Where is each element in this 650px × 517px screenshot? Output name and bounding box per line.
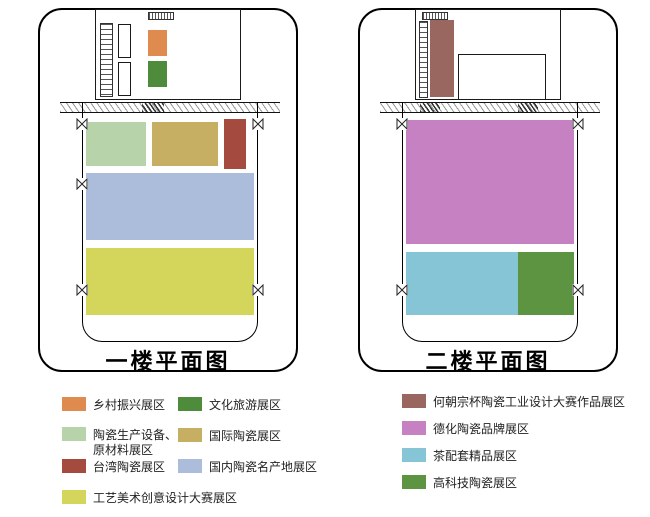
- wall-hatch-dense: [142, 102, 164, 113]
- floor1-plan: 一楼平面图: [38, 8, 298, 374]
- door-icon: [252, 284, 264, 296]
- zone-village-revitalization: [148, 30, 167, 56]
- legend-swatch-tea-set: [402, 448, 426, 462]
- legend-swatch-domestic: [178, 459, 202, 473]
- wall-hatch-dense: [518, 102, 538, 113]
- zone-international-ceramics: [152, 122, 218, 166]
- legend-item-taiwan: 台湾陶瓷展区: [62, 459, 165, 475]
- wall-hatch-dense: [420, 102, 440, 113]
- zone-tea-set-boutique: [406, 252, 518, 315]
- door-icon: [572, 118, 584, 130]
- vent-icon: [422, 12, 448, 20]
- legend-swatch-hezhaozong-cup: [402, 394, 426, 408]
- zone-domestic-famous-origin: [86, 173, 254, 240]
- legend-label-village: 乡村振兴展区: [93, 398, 166, 412]
- wall-hatch: [380, 102, 600, 113]
- legend-item-equipment: 陶瓷生产设备、原材料展区: [62, 427, 185, 458]
- legend-floor1-col2: 文化旅游展区 国际陶瓷展区 国内陶瓷名产地展区: [178, 397, 338, 487]
- legend-item-culture: 文化旅游展区: [178, 397, 281, 413]
- legend-item-tea-set: 茶配套精品展区: [402, 448, 517, 464]
- legend-swatch-equipment: [62, 427, 86, 441]
- door-icon: [252, 118, 264, 130]
- floor2-title: 二楼平面图: [425, 349, 551, 374]
- zone-production-equipment: [86, 122, 146, 166]
- legend-item-high-tech: 高科技陶瓷展区: [402, 475, 517, 491]
- door-icon: [396, 118, 408, 130]
- zone-dehua-brand: [406, 120, 574, 244]
- legend-item-dehua-brand: 德化陶瓷品牌展区: [402, 421, 529, 437]
- door-icon: [572, 284, 584, 296]
- legend-floor1-col1: 乡村振兴展区 陶瓷生产设备、原材料展区 台湾陶瓷展区 工艺美术创意设计大赛展区: [62, 397, 237, 512]
- stairs-icon: [100, 23, 113, 97]
- legend-label-hezhaozong-cup: 何朝宗杯陶瓷工业设计大赛作品展区: [433, 395, 626, 409]
- zone-high-tech-ceramics: [518, 252, 574, 315]
- legend-item-international: 国际陶瓷展区: [178, 428, 281, 444]
- legend-swatch-village: [62, 397, 86, 411]
- legend-swatch-craft: [62, 490, 86, 504]
- legend-label-tea-set: 茶配套精品展区: [433, 449, 518, 463]
- legend-floor2: 何朝宗杯陶瓷工业设计大赛作品展区 德化陶瓷品牌展区 茶配套精品展区 高科技陶瓷展…: [402, 394, 642, 504]
- legend-item-craft: 工艺美术创意设计大赛展区: [62, 490, 237, 506]
- floor1-title: 一楼平面图: [105, 349, 231, 374]
- legend-item-hezhaozong-cup: 何朝宗杯陶瓷工业设计大赛作品展区: [402, 394, 625, 410]
- door-icon: [76, 284, 88, 296]
- legend-item-village: 乡村振兴展区: [62, 397, 165, 413]
- zone-taiwan-ceramics: [224, 119, 246, 169]
- zone-culture-tourism: [148, 61, 167, 87]
- floor1-entrance-block: [95, 9, 241, 100]
- stairs-icon: [419, 21, 428, 98]
- elevator-icon: [118, 24, 131, 58]
- door-icon: [76, 178, 88, 190]
- legend-label-international: 国际陶瓷展区: [209, 429, 282, 443]
- legend-label-equipment: 陶瓷生产设备、原材料展区: [93, 428, 178, 457]
- vent-icon: [148, 12, 174, 20]
- elevator-icon: [118, 62, 131, 96]
- legend-label-culture: 文化旅游展区: [209, 398, 282, 412]
- legend-item-domestic: 国内陶瓷名产地展区: [178, 459, 317, 475]
- door-icon: [396, 284, 408, 296]
- legend-swatch-taiwan: [62, 459, 86, 473]
- door-icon: [76, 118, 88, 130]
- legend-label-domestic: 国内陶瓷名产地展区: [209, 460, 318, 474]
- hall-outline: [82, 102, 258, 342]
- legend-label-high-tech: 高科技陶瓷展区: [433, 476, 518, 490]
- legend-label-dehua-brand: 德化陶瓷品牌展区: [433, 422, 530, 436]
- zone-hezhaozong-cup-works: [430, 20, 454, 97]
- legend-swatch-dehua-brand: [402, 421, 426, 435]
- zone-craft-design-competition: [86, 248, 254, 315]
- legend-label-taiwan: 台湾陶瓷展区: [93, 460, 166, 474]
- wall-hatch: [60, 102, 280, 113]
- legend-swatch-international: [178, 428, 202, 442]
- side-room: [458, 54, 546, 100]
- legend-swatch-culture: [178, 397, 202, 411]
- hall-outline: [402, 102, 578, 342]
- floor2-plan: 二楼平面图: [358, 8, 618, 374]
- legend-label-craft: 工艺美术创意设计大赛展区: [93, 491, 238, 505]
- legend-swatch-high-tech: [402, 475, 426, 489]
